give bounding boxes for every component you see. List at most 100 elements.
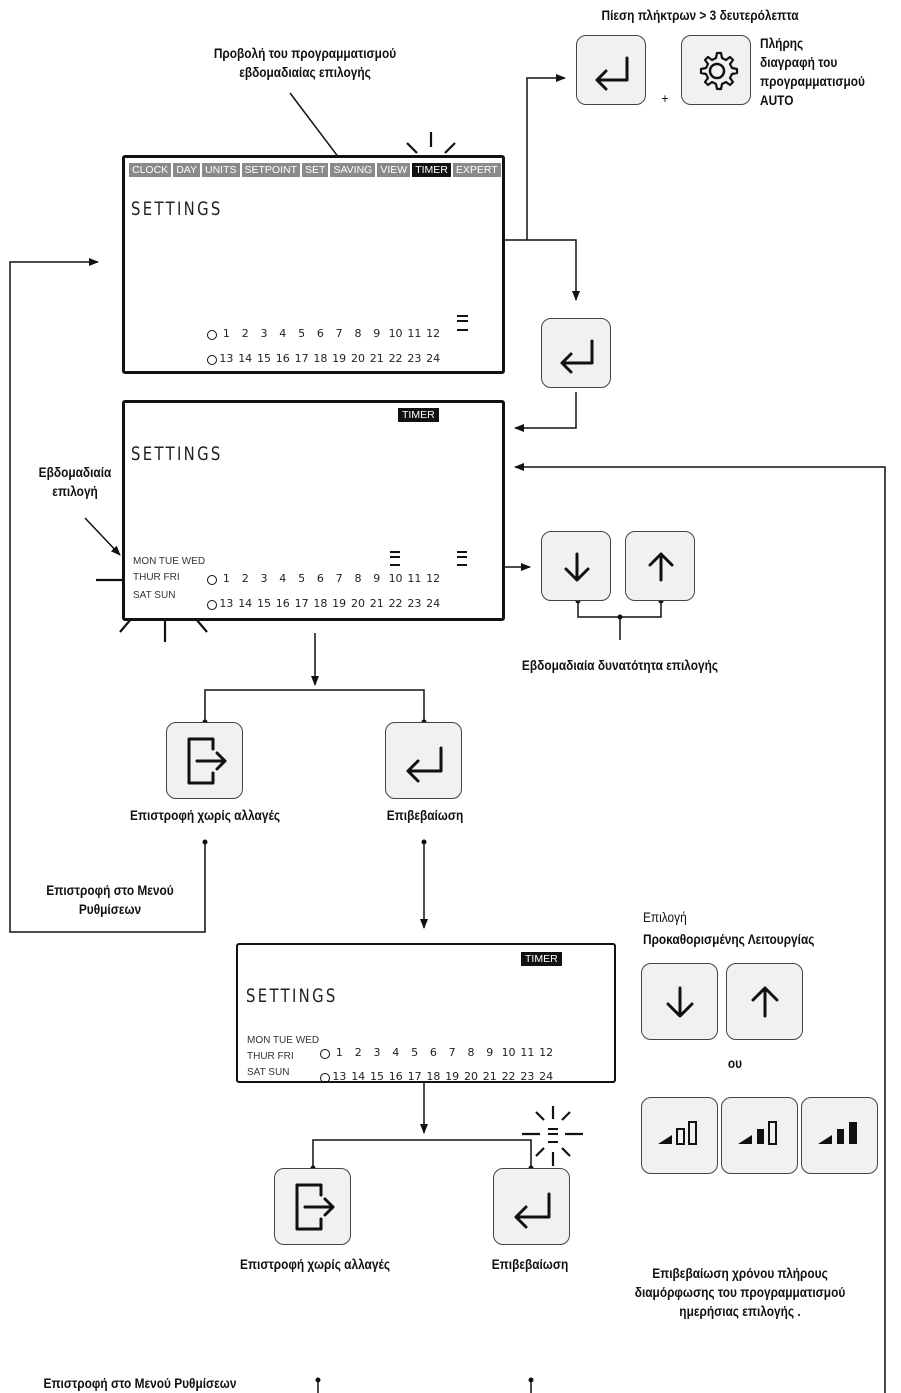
day-group-mon-tue-wed: MON TUE WED [247,1035,320,1046]
hour-label: 11 [520,1046,535,1059]
menu-units: UNITS [202,163,240,177]
hour-label: 15 [256,352,271,365]
press-keys-label: Πίεση πλήκτρων > 3 δευτερόλεπτα [601,8,799,23]
level-2-key[interactable] [721,1097,798,1174]
hour-label: 6 [429,1046,437,1059]
clock-icon [207,355,217,365]
arrow-down-icon [666,986,694,1018]
hour-label: 16 [275,597,290,610]
hour-label: 22 [501,1070,516,1083]
hour-label: 6 [316,572,324,585]
hour-label: 5 [298,572,306,585]
hour-label: 6 [316,327,324,340]
day-group-mon-tue-wed: MON TUE WED [133,556,206,567]
hour-label: 15 [256,597,271,610]
hour-label: 24 [426,352,441,365]
full-delete-label: Πλήρης διαγραφή του προγραμματισμού AUTO [760,36,865,108]
level-1-icon [658,1121,697,1145]
view-weekly-label: Προβολή του προγραμματισμού εβδομαδιαίας… [213,46,397,80]
enter-key-top[interactable] [576,35,646,105]
hour-label: 11 [407,572,422,585]
level-3-icon [818,1122,857,1144]
hour-label: 21 [369,352,384,365]
menu-clock: CLOCK [129,163,172,177]
down-key-2[interactable] [641,963,718,1040]
confirm-label-2: Επιβεβαίωση [491,1257,569,1272]
settings-key[interactable] [681,35,751,105]
down-key[interactable] [541,531,611,601]
exit-key-2[interactable] [274,1168,351,1245]
hour-label: 9 [373,572,381,585]
level-1-key[interactable] [641,1097,718,1174]
lcd-screen-settings-menu: CLOCK DAY UNITS SETPOINT SET SAVING VIEW… [122,155,505,374]
hour-label: 23 [407,597,422,610]
hour-label: 16 [275,352,290,365]
hour-label: 2 [354,1046,362,1059]
enter-icon [514,1192,551,1229]
hour-label: 18 [313,597,328,610]
hour-label: 16 [388,1070,403,1083]
day-group-sat-sun: SAT SUN [247,1067,290,1078]
hour-label: 24 [426,597,441,610]
level-3-key[interactable] [801,1097,878,1174]
weekly-option-label: Εβδομαδιαία δυνατότητα επιλογής [521,658,719,673]
return-settings-menu-label-2: Επιστροφή στο Μενού Ρυθμίσεων [43,1376,237,1391]
hour-label: 13 [332,1070,347,1083]
screen-title: SETTINGS [131,198,223,220]
program-marker [457,551,467,566]
confirm-full-time-label: Επιβεβαίωση χρόνου πλήρους διαμόρφωσης τ… [634,1266,846,1319]
hour-label: 12 [426,327,441,340]
hour-label: 10 [388,327,403,340]
arrow-up-icon [648,552,674,582]
menu-set: SET [302,163,329,177]
hour-label: 22 [388,352,403,365]
up-key-2[interactable] [726,963,803,1040]
menu-setpoint: SETPOINT [241,163,301,177]
confirm-key[interactable] [385,722,462,799]
plus-sign: + [661,91,669,106]
clock-icon [320,1049,330,1059]
hour-label: 1 [335,1046,343,1059]
hour-label: 9 [486,1046,494,1059]
timer-badge: TIMER [521,952,562,966]
confirm-key-2[interactable] [493,1168,570,1245]
arrow-down-icon [564,552,590,582]
hour-label: 7 [335,572,343,585]
hour-label: 5 [411,1046,419,1059]
hour-label: 4 [392,1046,400,1059]
hour-label: 7 [448,1046,456,1059]
hour-label: 9 [373,327,381,340]
hour-label: 3 [260,572,268,585]
hour-label: 12 [539,1046,554,1059]
hour-label: 17 [294,597,309,610]
menu-day: DAY [173,163,200,177]
program-marker [457,315,468,331]
hour-label: 19 [332,352,347,365]
hour-label: 23 [520,1070,535,1083]
hour-label: 10 [501,1046,516,1059]
lcd-screen-timer-weekly: TIMER SETTINGS MON TUE WED THUR FRI SAT … [122,400,505,621]
program-marker [548,1128,558,1143]
day-group-sat-sun: SAT SUN [133,590,176,601]
hour-label: 13 [219,597,234,610]
hour-label: 14 [238,597,253,610]
menu-saving: SAVING [330,163,376,177]
hour-label: 5 [298,327,306,340]
hour-label: 11 [407,327,422,340]
hour-label: 21 [369,597,384,610]
hour-label: 1 [222,327,230,340]
hour-label: 1 [222,572,230,585]
exit-key[interactable] [166,722,243,799]
up-key[interactable] [625,531,695,601]
confirm-label: Επιβεβαίωση [386,808,464,823]
menu-view: VIEW [377,163,411,177]
hour-label: 12 [426,572,441,585]
day-group-thur-fri: THUR FRI [133,572,180,583]
clock-icon [207,330,217,340]
enter-key[interactable] [541,318,611,388]
enter-icon [595,56,629,91]
hour-label: 17 [294,352,309,365]
